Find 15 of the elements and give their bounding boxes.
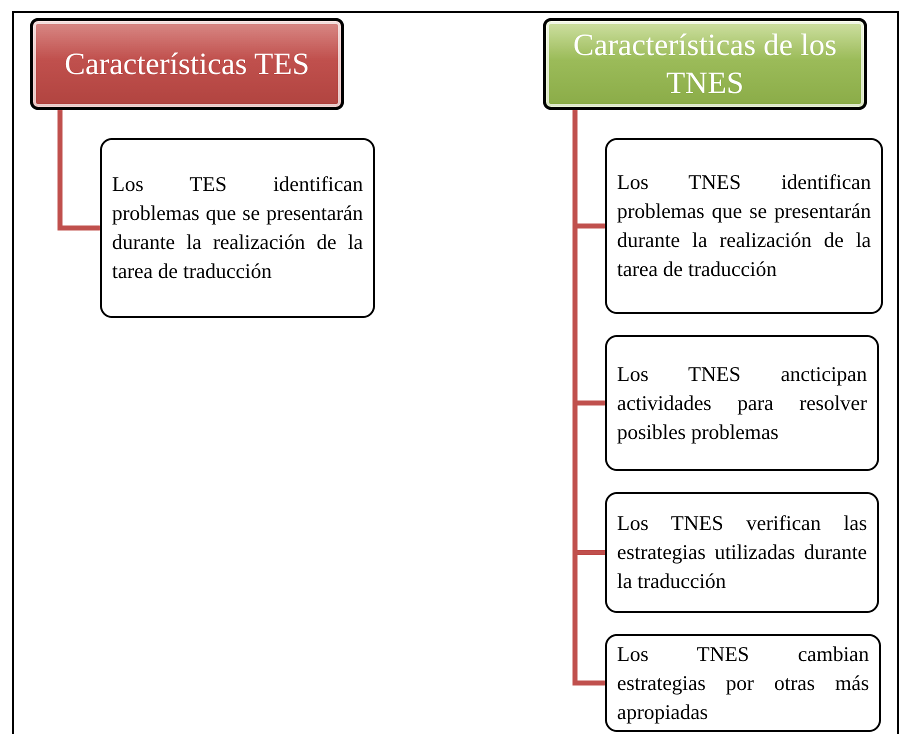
box-text: Los TNES cambian estrategias por otras más apropiadas — [617, 640, 869, 726]
text-box — [605, 138, 883, 314]
text-box — [605, 492, 879, 613]
box-text: Los TNES verifican las estrategias utilizadas durante la traducción — [617, 510, 867, 595]
header-box — [30, 18, 344, 110]
connector-line — [58, 110, 100, 230]
text-box — [605, 335, 879, 471]
header-title: Características TES — [64, 45, 310, 83]
text-box — [100, 138, 375, 318]
header-box — [543, 18, 867, 110]
box-text: Los TES identifican problemas que se presentarán durante la realización de la tarea de traducción — [112, 171, 363, 285]
box-text: Los TNES identifican problemas que se presentarán durante la realización de la tarea de traducción — [617, 169, 871, 283]
header-title: Características de los TNES — [572, 26, 838, 102]
text-box — [605, 634, 881, 732]
box-text: Los TNES ancticipan actividades para resolver posibles problemas — [617, 360, 867, 446]
